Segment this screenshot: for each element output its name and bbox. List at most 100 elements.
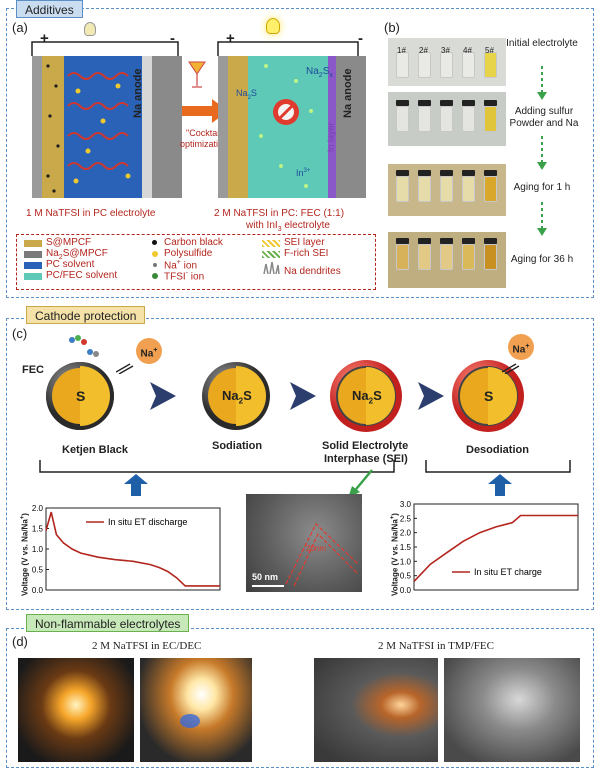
- charge-ytick-label-0: 0.0: [400, 586, 412, 595]
- legend-na-ion: Na+ ion: [164, 259, 198, 272]
- na-ion-icon: [153, 263, 157, 267]
- legend-box: [16, 234, 376, 290]
- step-arrow-3: [536, 202, 548, 238]
- ion-flow-left-icon: [116, 362, 134, 374]
- charge-legend-label: In situ ET charge: [474, 567, 542, 577]
- label-desodiation: Desodiation: [466, 444, 529, 456]
- charge-ytick-label-5: 2.5: [400, 514, 412, 523]
- label-sei-2: Interphase (SEI): [324, 453, 408, 465]
- arrow-2-icon: [290, 382, 316, 410]
- sphere-sei-na2s: Na2S: [352, 388, 382, 406]
- vial-label-3: 3#: [441, 46, 450, 55]
- legend-sei-layer: SEI layer: [284, 237, 325, 248]
- right-cell: [206, 36, 378, 204]
- charge-ytick-label-3: 1.5: [400, 543, 412, 552]
- tem-scale-bar: 50 nm: [252, 572, 279, 582]
- label-sodiation: Sodiation: [212, 440, 263, 452]
- sphere-desodiation: [452, 360, 524, 432]
- left-minus: -: [170, 30, 175, 47]
- legend-swatch-pc-fec: [24, 273, 42, 280]
- panel-c-letter: (c): [12, 326, 28, 341]
- label-sei-1: Solid Electrolyte: [322, 440, 409, 452]
- flame-photo-1: [18, 658, 134, 762]
- right-title: 2 M NaTFSI in TMP/FEC: [378, 640, 494, 652]
- cathode-tag-text: Cathode protection: [35, 309, 137, 323]
- arrow-label-1: "Cocktail: [186, 128, 222, 138]
- na2sx-label: Na2Sx: [306, 66, 333, 79]
- ion-flow-right-icon: [502, 362, 520, 374]
- step-arrow-2: [536, 136, 548, 172]
- vial-photo-36h: [388, 232, 506, 288]
- arrow-3-icon: [418, 382, 444, 410]
- legend-na2s-mpcf: Na2S@MPCF: [46, 248, 108, 261]
- legend-swatch-na2s-mpcf: [24, 251, 42, 258]
- step-arrow-1: [536, 66, 548, 102]
- nonflammable-panel: [6, 628, 594, 768]
- legend-carbon-black: Carbon black: [164, 237, 223, 248]
- sphere-desodiation-s: S: [484, 388, 494, 404]
- charge-ytick-label-2: 1.0: [400, 557, 412, 566]
- discharge-ytick-label-1: 0.5: [32, 566, 44, 575]
- left-caption: 1 M NaTFSI in PC electrolyte: [26, 208, 156, 219]
- additives-tag-text: Additives: [25, 3, 74, 17]
- step-1h: Aging for 1 h: [513, 182, 571, 193]
- tfsi-ion-icon: [152, 273, 158, 279]
- charge-chart: 0.0 0.5 1.0 1.5 2.0 2.5 3.0 In situ ET charge: [400, 500, 579, 595]
- cocktail-arrow-shape: [182, 99, 228, 123]
- discharge-legend-label: In situ ET discharge: [108, 517, 187, 527]
- blue-arrow-left-icon: [124, 474, 148, 496]
- cocktail-glass-icon: [188, 60, 206, 90]
- tem-image: 50 nm 20nm: [246, 494, 362, 592]
- left-cell-drawing: [31, 41, 182, 198]
- step-adding: Adding sulfur Powder and Na: [509, 106, 579, 129]
- charge-ytick-label-6: 3.0: [400, 500, 412, 509]
- cathode-panel: [6, 318, 594, 610]
- left-title: 2 M NaTFSI in EC/DEC: [92, 640, 202, 652]
- in-layer-label: In layer: [326, 122, 336, 152]
- left-anode-label: Na anode: [132, 68, 144, 118]
- legend-pc: PC solvent: [46, 259, 95, 270]
- vial-label-1: 1#: [397, 46, 406, 55]
- fec-label: FEC: [22, 364, 44, 376]
- arrow-label-2: optimization": [180, 139, 232, 149]
- charge-ytick-label-4: 2.0: [400, 529, 412, 538]
- flame-photo-2: [140, 658, 252, 762]
- legend-polysulfide: Polysulfide: [164, 248, 213, 259]
- sphere-ketjen: [46, 362, 114, 430]
- vial-photo-sulfur: [388, 92, 506, 146]
- discharge-chart: 0.0 0.5 1.0 1.5 2.0 In situ ET discharge: [32, 504, 221, 595]
- left-plus: +: [40, 30, 49, 47]
- additives-tag: Additives: [16, 0, 83, 18]
- fec-molecules-icon: [66, 332, 102, 362]
- in3-label: In3+: [296, 168, 311, 178]
- discharge-ytick-label-2: 1.0: [32, 545, 44, 554]
- cathode-tag: Cathode protection: [26, 306, 146, 324]
- legend-swatch-sei: [262, 240, 280, 247]
- vial-photo-1h: [388, 164, 506, 216]
- carbon-black-icon: [152, 240, 157, 245]
- tem-sei-lines: [252, 523, 359, 587]
- charge-ytick-label-1: 0.5: [400, 572, 412, 581]
- legend-swatch-s-mpcf: [24, 240, 42, 247]
- legend-f-rich-sei: F-rich SEI: [284, 248, 329, 259]
- additives-panel: [6, 8, 594, 298]
- legend-swatch-pc: [24, 262, 42, 269]
- tem-thickness: 20nm: [306, 544, 327, 553]
- cocktail-arrow: [182, 96, 230, 126]
- panel-b-letter: (b): [384, 20, 400, 35]
- charge-frame: [413, 503, 579, 591]
- na-plus-bubble-left: Na+: [136, 338, 162, 364]
- legend-pc-fec: PC/FEC solvent: [46, 270, 118, 281]
- discharge-ytick-label-0: 0.0: [32, 586, 44, 595]
- right-cell-drawing: [217, 41, 366, 198]
- discharge-ytick-label-3: 1.5: [32, 525, 44, 534]
- sphere-sodiation: [202, 362, 270, 430]
- legend-na-dendrites: Na dendrites: [284, 266, 341, 277]
- discharge-ylabel: Voltage (V vs. Na/Na+): [20, 513, 30, 596]
- na2s-label: Na2S: [236, 88, 257, 101]
- discharge-ytick-label-4: 2.0: [32, 504, 44, 513]
- nonflammable-tag: Non-flammable electrolytes: [26, 614, 190, 632]
- left-cell: [18, 36, 194, 204]
- arrow-1-icon: [150, 382, 176, 410]
- blue-arrow-right-icon: [488, 474, 512, 496]
